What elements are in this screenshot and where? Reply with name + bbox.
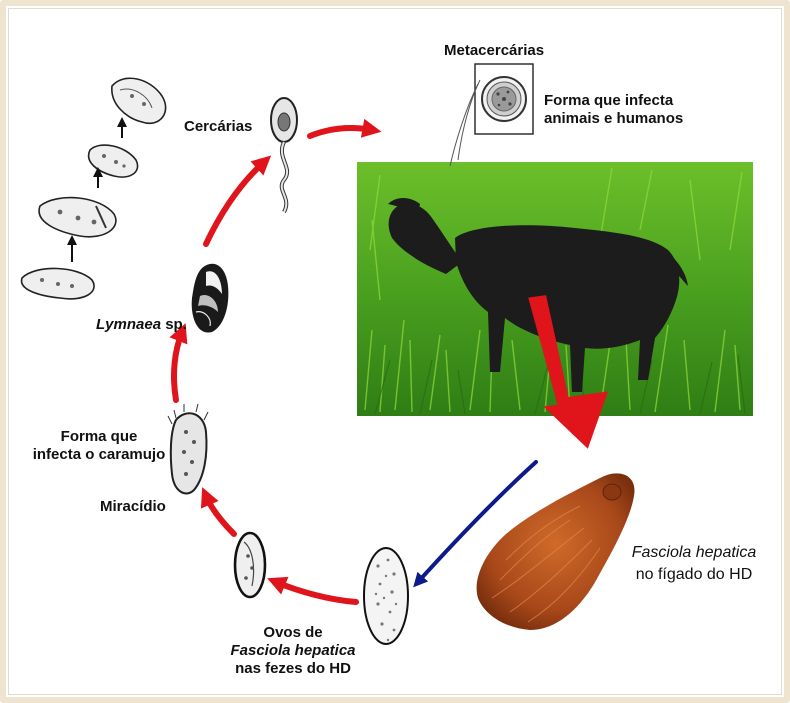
miracidium-illustration bbox=[168, 404, 208, 493]
egg-illustration bbox=[364, 548, 408, 644]
arrow-miracidium-to-snail bbox=[174, 332, 182, 400]
label-forma-infecta-line1: Forma que infecta bbox=[544, 92, 683, 110]
metacercaria-inset bbox=[450, 64, 533, 166]
label-forma-infecta-caramujo: Forma que infecta o caramujo bbox=[30, 428, 168, 464]
label-lymnaea-genus: Lymnaea bbox=[96, 316, 161, 333]
label-forma-caramujo-line1: Forma que bbox=[30, 428, 168, 446]
label-ovos: Ovos de Fasciola hepatica nas fezes do H… bbox=[218, 624, 368, 678]
label-ovos-line3: nas fezes do HD bbox=[218, 660, 368, 678]
label-cercarias: Cercárias bbox=[184, 118, 252, 136]
label-lymnaea: Lymnaea sp. bbox=[96, 316, 187, 334]
arrow-snail-to-cercaria bbox=[206, 162, 264, 244]
arrow-egg-to-miracidium bbox=[206, 496, 234, 534]
label-forma-caramujo-line2: infecta o caramujo bbox=[30, 446, 168, 464]
label-forma-infecta-animais: Forma que infecta animais e humanos bbox=[544, 92, 683, 128]
lymnaea-snail-illustration bbox=[192, 264, 229, 333]
arrow-cercaria-to-host bbox=[310, 128, 372, 136]
arrow-egg-to-developing-egg bbox=[276, 582, 356, 602]
label-forma-infecta-line2: animais e humanos bbox=[544, 110, 683, 128]
label-fasciola-line1: Fasciola hepatica bbox=[618, 542, 770, 564]
larval-stage-arrows bbox=[72, 122, 122, 262]
label-ovos-line2: Fasciola hepatica bbox=[218, 642, 368, 660]
label-ovos-line1: Ovos de bbox=[218, 624, 368, 642]
label-fasciola-figado: Fasciola hepatica no fígado do HD bbox=[618, 542, 770, 586]
cercaria-illustration bbox=[271, 98, 297, 212]
label-metacercarias: Metacercárias bbox=[444, 42, 544, 60]
egg-developing-illustration bbox=[235, 533, 265, 597]
label-lymnaea-sp: sp. bbox=[161, 316, 187, 333]
life-cycle-arrows bbox=[174, 128, 372, 602]
larval-stages-illustration bbox=[22, 78, 166, 299]
label-miracidio: Miracídio bbox=[100, 498, 166, 516]
label-fasciola-line2: no fígado do HD bbox=[618, 564, 770, 586]
